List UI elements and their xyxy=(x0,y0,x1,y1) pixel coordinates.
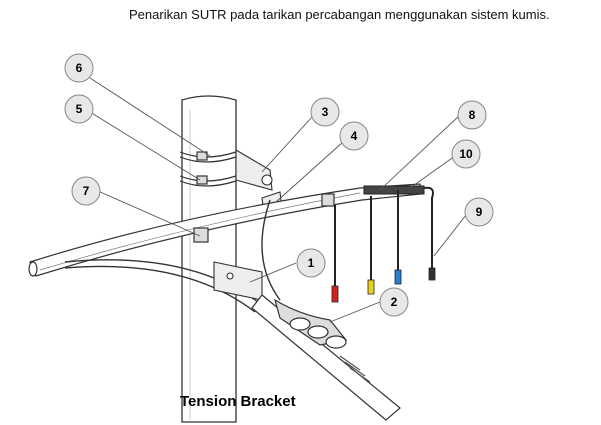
caption: Penarikan SUTR pada tarikan percabangan … xyxy=(129,7,550,22)
callout-4: 4 xyxy=(339,121,369,151)
drop-terminals xyxy=(331,267,436,303)
svg-text:9: 9 xyxy=(476,205,483,219)
leader-lines xyxy=(89,77,467,323)
svg-text:4: 4 xyxy=(351,129,358,143)
pole-straps xyxy=(179,151,237,187)
callout-1: 1 xyxy=(296,248,326,278)
callout-6: 6 xyxy=(64,53,94,83)
svg-text:10: 10 xyxy=(459,147,473,161)
callout-8: 8 xyxy=(457,100,487,130)
svg-text:5: 5 xyxy=(76,102,83,116)
hanging-drops xyxy=(334,185,434,288)
callout-10: 10 xyxy=(451,139,481,169)
svg-text:1: 1 xyxy=(308,256,315,270)
diagram-title: Tension Bracket xyxy=(180,393,296,410)
svg-text:6: 6 xyxy=(76,61,83,75)
svg-text:7: 7 xyxy=(83,184,90,198)
svg-text:8: 8 xyxy=(469,108,476,122)
pole xyxy=(181,95,237,423)
tension-cable xyxy=(251,294,401,421)
callout-2: 2 xyxy=(379,287,409,317)
svg-text:2: 2 xyxy=(391,295,398,309)
callout-5: 5 xyxy=(64,94,94,124)
callout-3: 3 xyxy=(310,97,340,127)
callout-9: 9 xyxy=(464,197,494,227)
callout-7: 7 xyxy=(71,176,101,206)
svg-text:3: 3 xyxy=(322,105,329,119)
